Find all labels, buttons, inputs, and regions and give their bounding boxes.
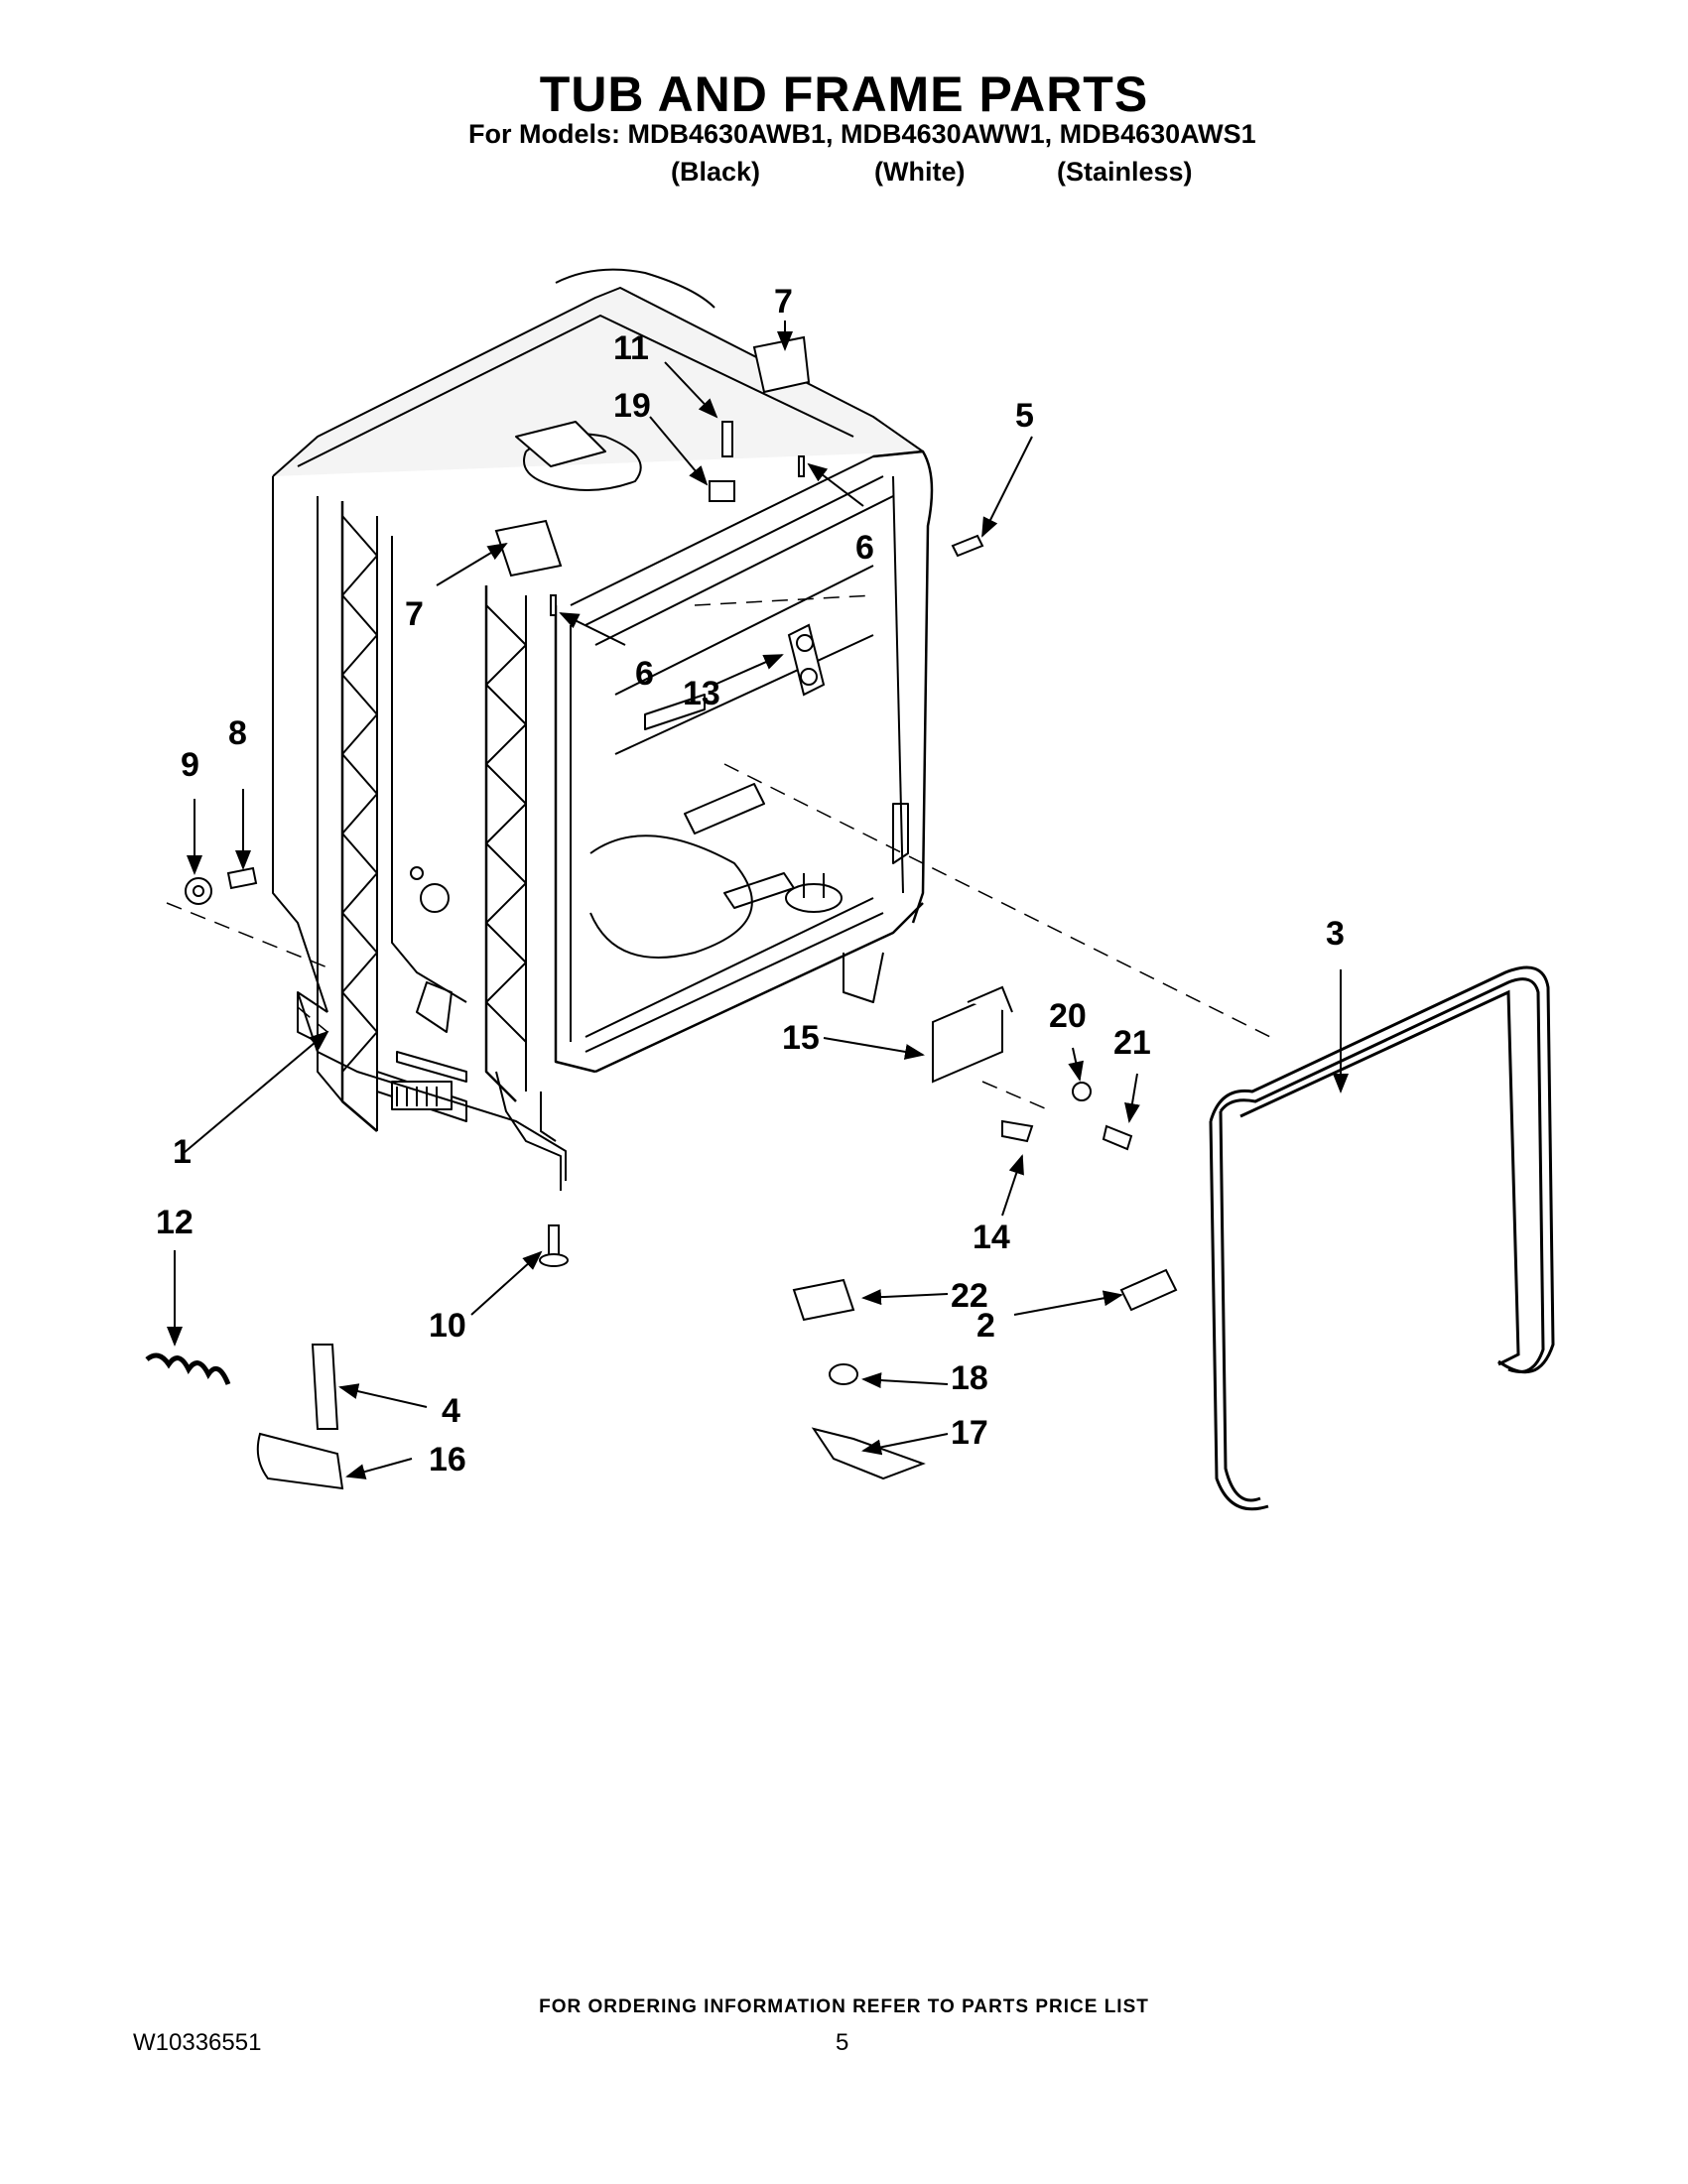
variant-white: (White) — [874, 157, 966, 187]
callout-5: 5 — [1015, 397, 1034, 435]
screw-6b — [550, 594, 557, 616]
variant-stainless: (Stainless) — [1057, 157, 1193, 187]
hinge-bracket-left — [494, 519, 563, 578]
callout-labels: 7 11 19 5 6 7 6 13 8 9 3 20 21 15 1 12 1… — [156, 283, 1345, 1478]
callout-14: 14 — [973, 1219, 1010, 1256]
callout-20: 20 — [1049, 997, 1087, 1035]
callout-8: 8 — [228, 714, 247, 752]
callout-7-top: 7 — [774, 283, 793, 321]
callout-16: 16 — [429, 1441, 466, 1478]
washer-20 — [1072, 1082, 1092, 1101]
strip-4 — [311, 1344, 339, 1430]
callout-4: 4 — [442, 1392, 460, 1430]
callout-12: 12 — [156, 1204, 194, 1241]
door-gasket — [1209, 965, 1555, 1511]
latch-2 — [1119, 1268, 1178, 1312]
screw-14 — [1001, 1119, 1034, 1143]
bracket-17 — [811, 1427, 926, 1480]
cap-18 — [829, 1363, 858, 1385]
hardware — [145, 335, 1178, 1490]
callout-18: 18 — [951, 1359, 988, 1397]
callout-13: 13 — [683, 675, 720, 712]
callout-19: 19 — [613, 387, 651, 425]
hinge-bracket-top — [752, 335, 811, 394]
callout-17: 17 — [951, 1414, 988, 1452]
callout-9: 9 — [181, 746, 199, 784]
screw-11 — [721, 421, 733, 457]
callout-6-lower: 6 — [635, 655, 654, 693]
callout-3: 3 — [1326, 915, 1345, 953]
clip-19 — [709, 480, 735, 502]
leader-arrows — [167, 321, 1349, 1479]
screw-6a — [798, 455, 805, 477]
callout-15: 15 — [782, 1019, 820, 1057]
callout-10: 10 — [429, 1307, 466, 1345]
callout-6-upper: 6 — [855, 529, 874, 567]
callout-11: 11 — [613, 329, 649, 367]
variant-black: (Black) — [671, 157, 761, 187]
bolt-8 — [226, 866, 258, 890]
leveling-leg-10 — [548, 1224, 560, 1256]
callout-21: 21 — [1113, 1024, 1151, 1062]
cover-16 — [256, 1432, 344, 1490]
ordering-note: FOR ORDERING INFORMATION REFER TO PARTS … — [539, 1996, 1149, 2017]
document-number: W10336551 — [133, 2029, 262, 2056]
plate-22 — [792, 1278, 855, 1322]
page-number: 5 — [836, 2029, 849, 2056]
page-title: TUB AND FRAME PARTS — [539, 66, 1149, 122]
callout-7-left: 7 — [405, 595, 424, 633]
screw-21 — [1102, 1124, 1133, 1151]
callout-22: 22 — [951, 1277, 988, 1315]
screw-5 — [951, 534, 984, 558]
tub-assembly — [272, 268, 934, 1191]
models-line: For Models: MDB4630AWB1, MDB4630AWW1, MD… — [468, 119, 1256, 149]
spring-12 — [145, 1352, 231, 1385]
callout-1: 1 — [173, 1133, 192, 1171]
callout-2: 2 — [976, 1307, 995, 1345]
nut-9 — [185, 877, 212, 905]
assembly-lines — [166, 594, 1271, 1112]
